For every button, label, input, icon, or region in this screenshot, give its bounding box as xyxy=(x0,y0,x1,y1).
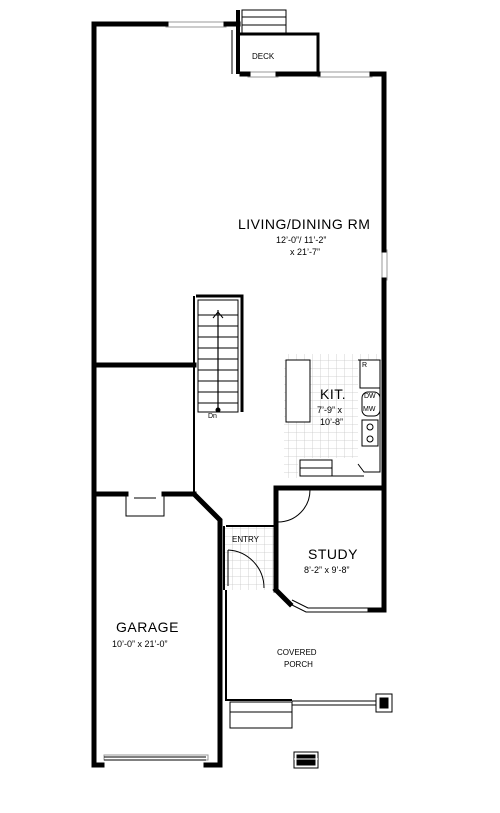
study-bay-window xyxy=(289,599,370,613)
porch xyxy=(229,693,393,769)
covered-porch-label-line1: COVERED xyxy=(277,648,317,657)
covered-porch-label-line2: PORCH xyxy=(284,660,313,669)
garage-door xyxy=(104,756,206,761)
deck-label: DECK xyxy=(252,52,275,61)
walls xyxy=(91,21,387,768)
partitions xyxy=(193,296,292,701)
dishwasher-label: DW xyxy=(364,393,376,400)
deck xyxy=(231,9,320,74)
sink xyxy=(361,419,379,447)
kitchen-label: KIT. xyxy=(320,386,347,402)
refrigerator xyxy=(359,359,381,389)
refrigerator-label: R xyxy=(362,362,368,369)
stairs-down-label: Dn xyxy=(208,413,217,420)
kitchen-dimension-2: 10’-8” xyxy=(320,417,344,427)
kitchen-fixtures xyxy=(285,359,381,477)
study-dimension: 8’-2” x 9’-8” xyxy=(304,565,350,575)
kitchen-dimension-1: 7’-9” x xyxy=(317,405,343,415)
entry-label: ENTRY xyxy=(232,535,259,544)
microwave-label: MW xyxy=(363,406,376,413)
garage-dimension: 10’-0” x 21’-0” xyxy=(112,639,168,649)
living-dining-room-label: LIVING/DINING RM xyxy=(238,216,371,232)
staircase xyxy=(196,294,244,413)
living-dining-dimension-2: x 21’-7” xyxy=(290,247,321,257)
garage-label: GARAGE xyxy=(116,619,179,635)
dishwasher xyxy=(361,391,381,417)
kitchen-island xyxy=(285,359,311,423)
study-label: STUDY xyxy=(308,546,358,562)
living-dining-dimension-1: 12’-0”/ 11’-2” xyxy=(276,235,327,245)
doors xyxy=(125,489,311,589)
